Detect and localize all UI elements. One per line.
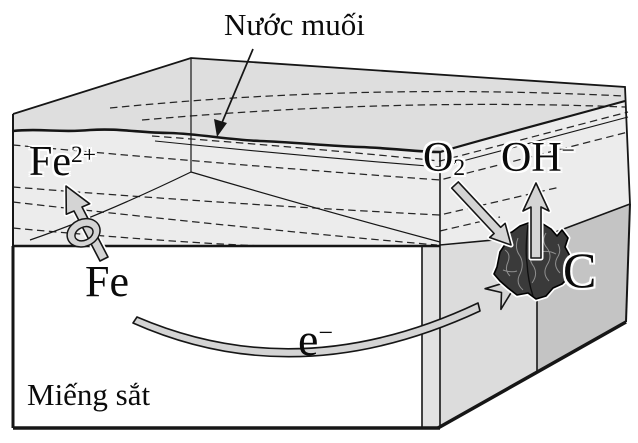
- oh-label: OH−: [501, 135, 575, 181]
- loop-ring: [66, 217, 101, 248]
- tank-outline: [12, 57, 631, 428]
- iron-piece-label: Miếng sắt: [27, 377, 151, 412]
- o2-label: O2: [423, 135, 466, 182]
- fe2plus-arrow: [63, 183, 111, 264]
- fe2plus-label: Fe2+: [29, 139, 97, 185]
- oh-arrow: [520, 180, 552, 261]
- fe-label: Fe: [85, 257, 129, 306]
- iron-block-edge-strip: [422, 246, 440, 428]
- salt-water-pointer: [214, 48, 254, 137]
- electron-label: e−: [298, 314, 333, 365]
- water-surface: [13, 58, 625, 152]
- o2-arrow: [449, 179, 514, 248]
- carbon-label: C: [563, 242, 597, 298]
- salt-water-label: Nước muối: [224, 7, 365, 42]
- water-line: [12, 128, 441, 154]
- iron-block-front-face: [13, 246, 422, 428]
